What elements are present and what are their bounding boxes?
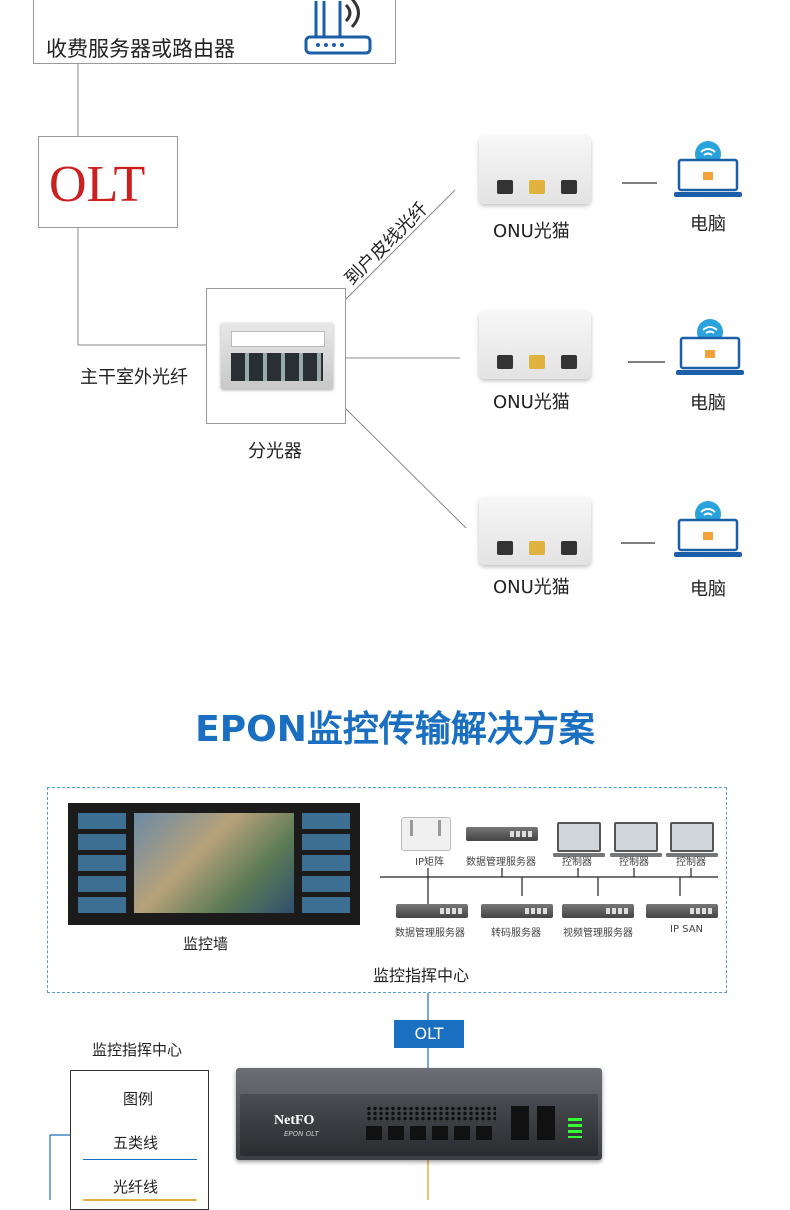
onu-label-2: ONU光猫	[493, 392, 570, 413]
onu-device-3	[479, 497, 591, 565]
onu-label-1: ONU光猫	[493, 221, 570, 242]
top-device-label-3: 控制器	[562, 857, 592, 868]
olt-pon-ports	[366, 1126, 496, 1140]
router-icon	[304, 0, 372, 55]
bottom-device-label-2: 转码服务器	[491, 928, 541, 939]
olt-box: OLT	[38, 136, 178, 228]
olt-vent	[366, 1106, 496, 1122]
monitor-center-box	[47, 787, 727, 993]
top-device-label-1: IP矩阵	[415, 857, 444, 868]
legend-heading: 监控指挥中心	[92, 1041, 183, 1059]
top-device-label-2: 数据管理服务器	[466, 857, 536, 868]
laptop-icon	[676, 319, 744, 375]
controller-laptop	[553, 822, 605, 857]
legend-item-fiber: 光纤线	[113, 1178, 159, 1196]
splitter-device	[221, 323, 333, 389]
section-title: EPON监控传输解决方案	[195, 709, 595, 750]
legend-title: 图例	[123, 1090, 154, 1108]
ip-matrix-device	[401, 817, 451, 851]
legend-line-cat5	[83, 1159, 197, 1160]
server-router-label: 收费服务器或路由器	[46, 37, 235, 61]
onu-device-2	[479, 311, 591, 379]
legend-box: 图例 五类线 光纤线	[70, 1070, 209, 1210]
top-device-label-5: 控制器	[676, 857, 706, 868]
server-device	[466, 827, 538, 841]
olt-device: NetFO EPON OLT	[236, 1068, 602, 1160]
splitter-box	[206, 288, 346, 424]
video-wall-label: 监控墙	[183, 935, 229, 953]
olt-rj45-ports	[511, 1106, 561, 1140]
olt-label: OLT	[49, 156, 146, 213]
controller-laptop	[666, 822, 718, 857]
bottom-device-label-3: 视频管理服务器	[563, 928, 633, 939]
server-router-box: 收费服务器或路由器	[33, 0, 396, 64]
controller-laptop	[610, 822, 662, 857]
olt-tag: OLT	[394, 1020, 464, 1048]
laptop-icon	[674, 501, 742, 557]
laptop-icon	[674, 141, 742, 197]
olt-brand: NetFO	[274, 1113, 315, 1128]
trunk-fiber-label: 主干室外光纤	[80, 367, 188, 388]
bottom-device-label-4: IP SAN	[670, 924, 704, 935]
pc-label-3: 电脑	[690, 579, 726, 600]
video-wall	[68, 803, 360, 925]
legend-line-fiber	[83, 1199, 197, 1201]
pc-label-1: 电脑	[690, 214, 726, 235]
top-device-label-4: 控制器	[619, 857, 649, 868]
pc-label-2: 电脑	[690, 393, 726, 414]
legend-item-cat5: 五类线	[113, 1134, 159, 1152]
monitor-center-label: 监控指挥中心	[373, 966, 470, 985]
server-device	[396, 904, 468, 918]
server-device	[481, 904, 553, 918]
splitter-label: 分光器	[248, 441, 302, 462]
olt-tag-label: OLT	[414, 1024, 444, 1043]
olt-model: EPON OLT	[284, 1130, 319, 1138]
olt-status-leds	[568, 1118, 582, 1138]
server-device	[562, 904, 634, 918]
onu-device-1	[479, 136, 591, 204]
server-device	[646, 904, 718, 918]
onu-label-3: ONU光猫	[493, 577, 570, 598]
topology-lines	[77, 64, 665, 544]
bottom-device-label-1: 数据管理服务器	[395, 928, 465, 939]
